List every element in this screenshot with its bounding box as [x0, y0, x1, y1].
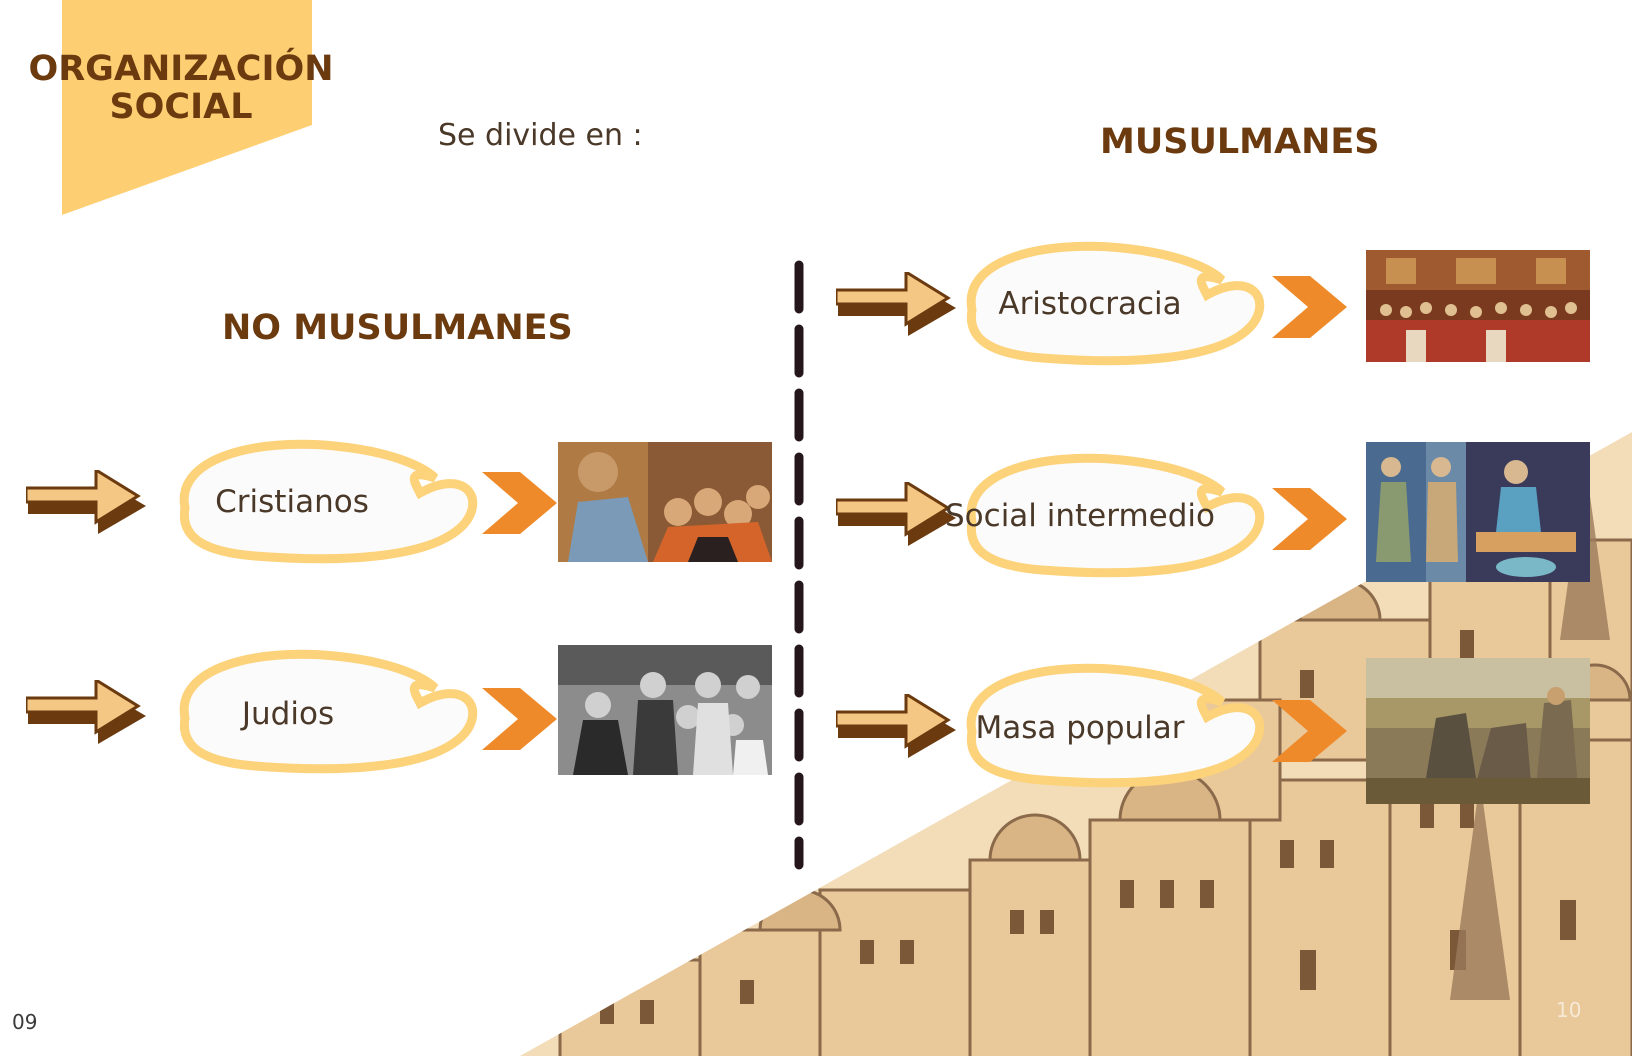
- photo-cristianos: [558, 442, 772, 562]
- arrow-icon: [836, 482, 956, 546]
- chevron-right-icon: [1272, 700, 1347, 762]
- label-judios: Judios: [241, 696, 335, 732]
- title-line-1: ORGANIZACIÓN: [28, 49, 334, 89]
- chevron-right-icon: [482, 688, 557, 750]
- photo-masa-popular: [1366, 658, 1590, 804]
- label-cristianos: Cristianos: [215, 484, 369, 520]
- page-title: ORGANIZACIÓN SOCIAL: [26, 50, 336, 126]
- photo-judios: [558, 645, 772, 775]
- arrow-icon: [26, 680, 146, 744]
- swoosh-judios: [179, 649, 478, 774]
- photo-social-intermedio: [1366, 442, 1590, 582]
- label-masa-popular: Masa popular: [975, 710, 1185, 746]
- swoosh-masa-popular: [966, 663, 1265, 788]
- label-aristocracia: Aristocracia: [998, 286, 1182, 322]
- photo-aristocracia: [1366, 250, 1590, 362]
- chevron-right-icon: [1272, 488, 1347, 550]
- label-social-intermedio: Social intermedio: [945, 498, 1215, 534]
- heading-no-musulmanes: NO MUSULMANES: [222, 308, 573, 348]
- page-number-right: 10: [1556, 998, 1582, 1022]
- arrow-icon: [26, 470, 146, 534]
- dashed-divider: [794, 260, 804, 870]
- page-number-left: 09: [12, 1010, 38, 1034]
- chevron-right-icon: [1272, 276, 1347, 338]
- title-banner: [62, 0, 312, 215]
- swoosh-social-intermedio: [966, 453, 1265, 578]
- heading-musulmanes: MUSULMANES: [1100, 122, 1380, 162]
- swoosh-aristocracia: [966, 241, 1265, 366]
- arrow-icon: [836, 272, 956, 336]
- chevron-right-icon: [482, 472, 557, 534]
- title-line-2: SOCIAL: [109, 87, 253, 127]
- arrow-icon: [836, 694, 956, 758]
- swoosh-cristianos: [179, 439, 478, 564]
- subtitle: Se divide en :: [438, 118, 643, 153]
